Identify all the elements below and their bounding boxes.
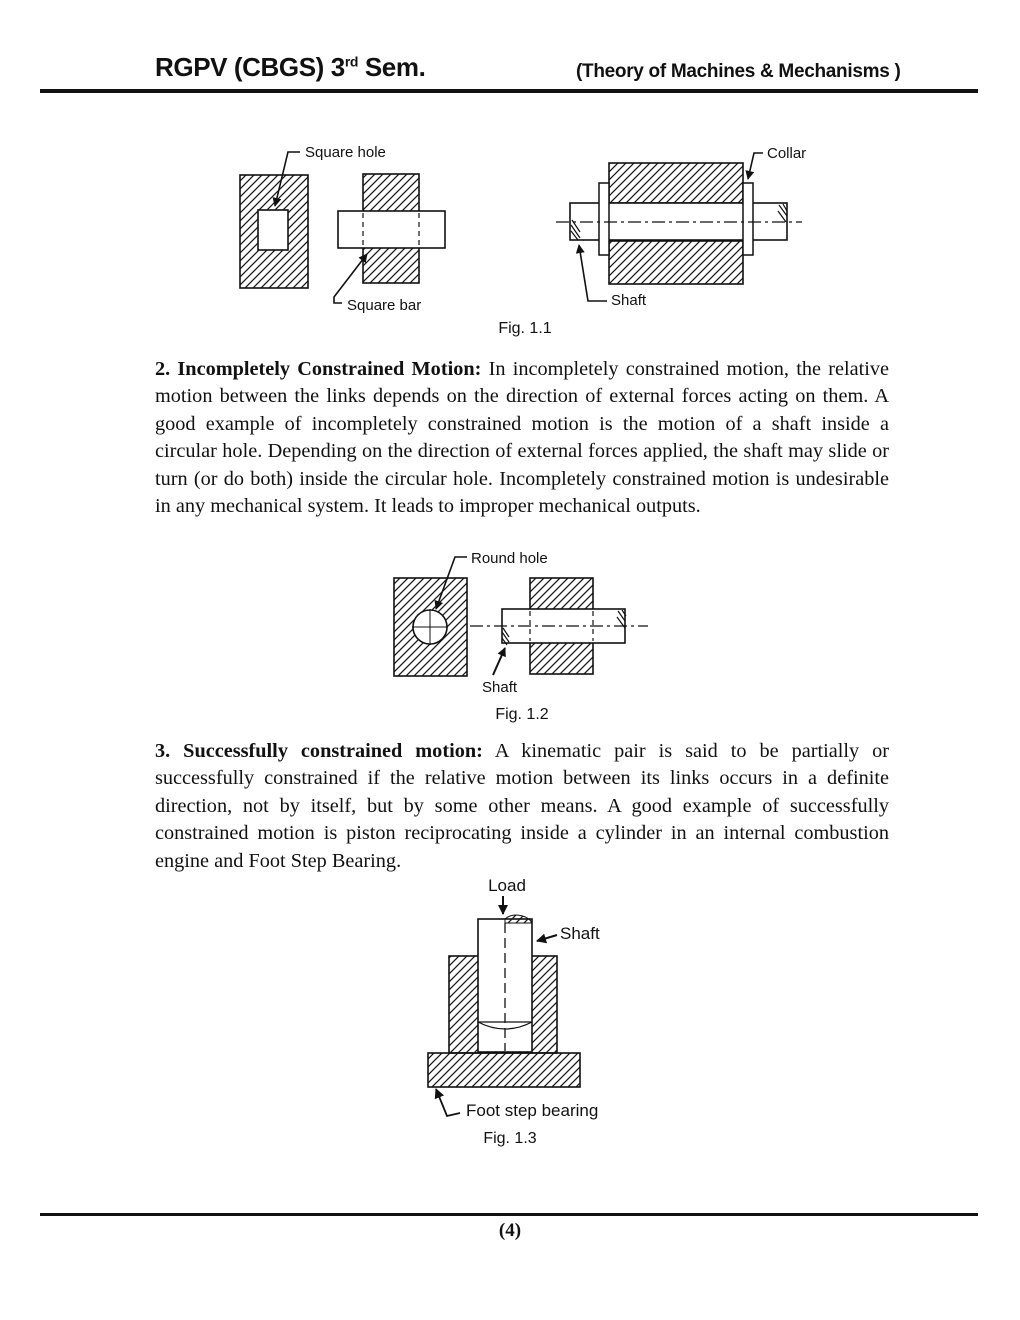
round-hole-block-drawing: Round hole [393,550,548,677]
figure-1-3: Load Shaft Foot step bearing [427,876,600,1120]
shaft-label: Shaft [611,292,647,309]
figure-1-1: Square hole Square bar Collar Shaft [239,144,806,314]
foot-step-bearing-drawing: Load Shaft Foot step bearing [427,876,600,1120]
collar-left [598,182,610,256]
figure-1-2-caption: Fig. 1.2 [495,706,549,723]
page-number: (4) [498,1220,522,1241]
paragraph-2-lead: 2. Incompletely Constrained Motion: [155,358,482,380]
square-hole-leader-arrow [272,151,300,207]
foot-step-bearing-leader-arrow [434,1088,461,1118]
figure-1-2: Round hole Shaft [393,550,648,696]
collared-shaft-drawing: Collar Shaft [556,145,806,309]
round-hole-label: Round hole [471,550,548,567]
square-bar-label: Square bar [347,297,421,314]
collar-leader-arrow [745,152,763,180]
paragraph-3-body: A kinematic pair is said to be partially… [155,740,890,872]
shaft-label: Shaft [560,924,600,943]
round-hole-leader-arrow [434,556,467,610]
paragraph-incompletely-constrained: 2. Incompletely Constrained Motion: In i… [155,356,889,520]
collar-right [742,182,754,256]
figure-1-1-caption: Fig. 1.1 [498,320,552,337]
shaft-leader-arrow [575,244,607,302]
square-bar-leader-arrow [333,253,368,304]
header-left-rest: Sem. [358,52,426,82]
shaft-in-hole-drawing: Shaft [470,577,648,696]
shaft-leader-arrow [492,647,506,676]
collar-label: Collar [767,145,806,162]
footer-rule [40,1213,978,1216]
shaft-leader-arrow [536,933,558,944]
square-hole-label: Square hole [305,144,386,161]
foot-step-bearing-label: Foot step bearing [466,1101,598,1120]
header-rule [40,89,978,93]
square-bar [337,210,446,249]
paragraph-2-body: In incompletely constrained motion, the … [155,358,889,518]
figure-1-3-caption: Fig. 1.3 [483,1130,537,1147]
header-right-title: (Theory of Machines & Mechanisms ) [576,61,901,82]
shaft-label: Shaft [482,679,518,696]
header-left-main: RGPV (CBGS) 3 [155,52,345,82]
load-label: Load [488,876,526,895]
square-hole-block-drawing: Square hole [239,144,386,289]
square-hole [257,209,289,251]
bearing-cup-arc [477,1021,533,1030]
header-left-superscript: rd [344,53,359,70]
paragraph-3-lead: 3. Successfully constrained motion: [155,740,483,762]
paragraph-successfully-constrained: 3. Successfully constrained motion: A ki… [155,738,889,875]
square-bar-drawing: Square bar [333,173,446,314]
header-left-title: RGPV (CBGS) 3rd Sem. [155,52,426,83]
bearing-base [427,1052,581,1088]
